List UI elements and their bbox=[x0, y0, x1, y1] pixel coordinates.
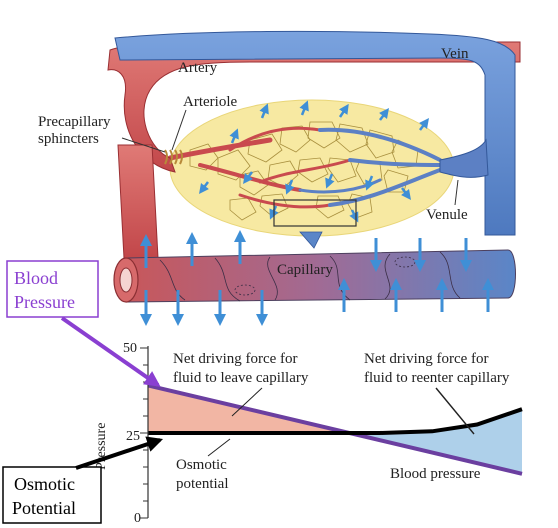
reenter-force-label-line1: Net driving force for bbox=[364, 351, 489, 367]
leave-force-label-line2: fluid to leave capillary bbox=[173, 370, 309, 386]
precapillary-label-line2: sphincters bbox=[38, 131, 99, 147]
capillary-label: Capillary bbox=[277, 262, 333, 278]
y-axis-ticks bbox=[140, 347, 148, 519]
blood-pressure-callout: Blood Pressure bbox=[6, 260, 161, 387]
venule-vessel bbox=[439, 138, 489, 178]
venule-branches bbox=[298, 127, 447, 207]
blood-pressure-callout-arrow bbox=[60, 316, 161, 387]
vessel-illustration bbox=[107, 30, 521, 326]
osmotic-potential-callout: Osmotic Potential bbox=[2, 436, 164, 524]
osmotic-potential-callout-box bbox=[2, 466, 102, 524]
reenter-force-label-line2: fluid to reenter capillary bbox=[364, 370, 510, 386]
venule-label: Venule bbox=[426, 207, 468, 223]
pressure-graph: 50 25 0 Pressure Net driving force for f… bbox=[94, 341, 523, 526]
precapillary-label-line1: Precapillary bbox=[38, 114, 111, 130]
osmotic-annotation-line1: Osmotic bbox=[176, 457, 227, 473]
artery-label: Artery bbox=[178, 60, 218, 76]
tick-label-0: 0 bbox=[134, 511, 141, 526]
blood-pressure-callout-box bbox=[6, 260, 99, 318]
osmotic-potential-line bbox=[148, 407, 523, 435]
zoom-box bbox=[273, 199, 357, 227]
tissue-flow-arrows bbox=[199, 100, 429, 223]
sphincter-leader bbox=[121, 137, 166, 153]
osmotic-annotation-line2: potential bbox=[176, 476, 229, 492]
osmotic-potential-callout-line1: Osmotic bbox=[14, 474, 75, 494]
blood-pressure-callout-line1: Blood bbox=[14, 268, 58, 288]
osmotic-potential-callout-line2: Potential bbox=[12, 498, 76, 518]
venule-leader bbox=[454, 179, 459, 206]
arteriole-leader bbox=[171, 109, 187, 151]
blood-pressure-annotation: Blood pressure bbox=[390, 466, 481, 482]
tick-label-25: 25 bbox=[126, 429, 140, 444]
leave-force-leader bbox=[231, 387, 263, 417]
capillary-flow-arrows bbox=[140, 230, 494, 326]
osmotic-annotation-leader bbox=[207, 438, 231, 457]
blood-pressure-line bbox=[147, 383, 523, 476]
vein-label: Vein bbox=[441, 46, 469, 62]
tick-label-50: 50 bbox=[123, 341, 137, 356]
vein-vessel bbox=[114, 30, 516, 236]
osmotic-potential-callout-arrow bbox=[75, 436, 164, 470]
sphincter-coils bbox=[164, 149, 183, 165]
zoom-pointer bbox=[299, 231, 323, 249]
arteriole-label: Arteriole bbox=[183, 94, 237, 110]
artery-descending bbox=[117, 144, 159, 259]
anatomy-labels: Artery Vein Arteriole Precapillary sphin… bbox=[38, 46, 469, 278]
blood-pressure-callout-line2: Pressure bbox=[14, 292, 75, 312]
leave-force-label-line1: Net driving force for bbox=[173, 351, 298, 367]
reenter-force-leader bbox=[435, 387, 475, 435]
